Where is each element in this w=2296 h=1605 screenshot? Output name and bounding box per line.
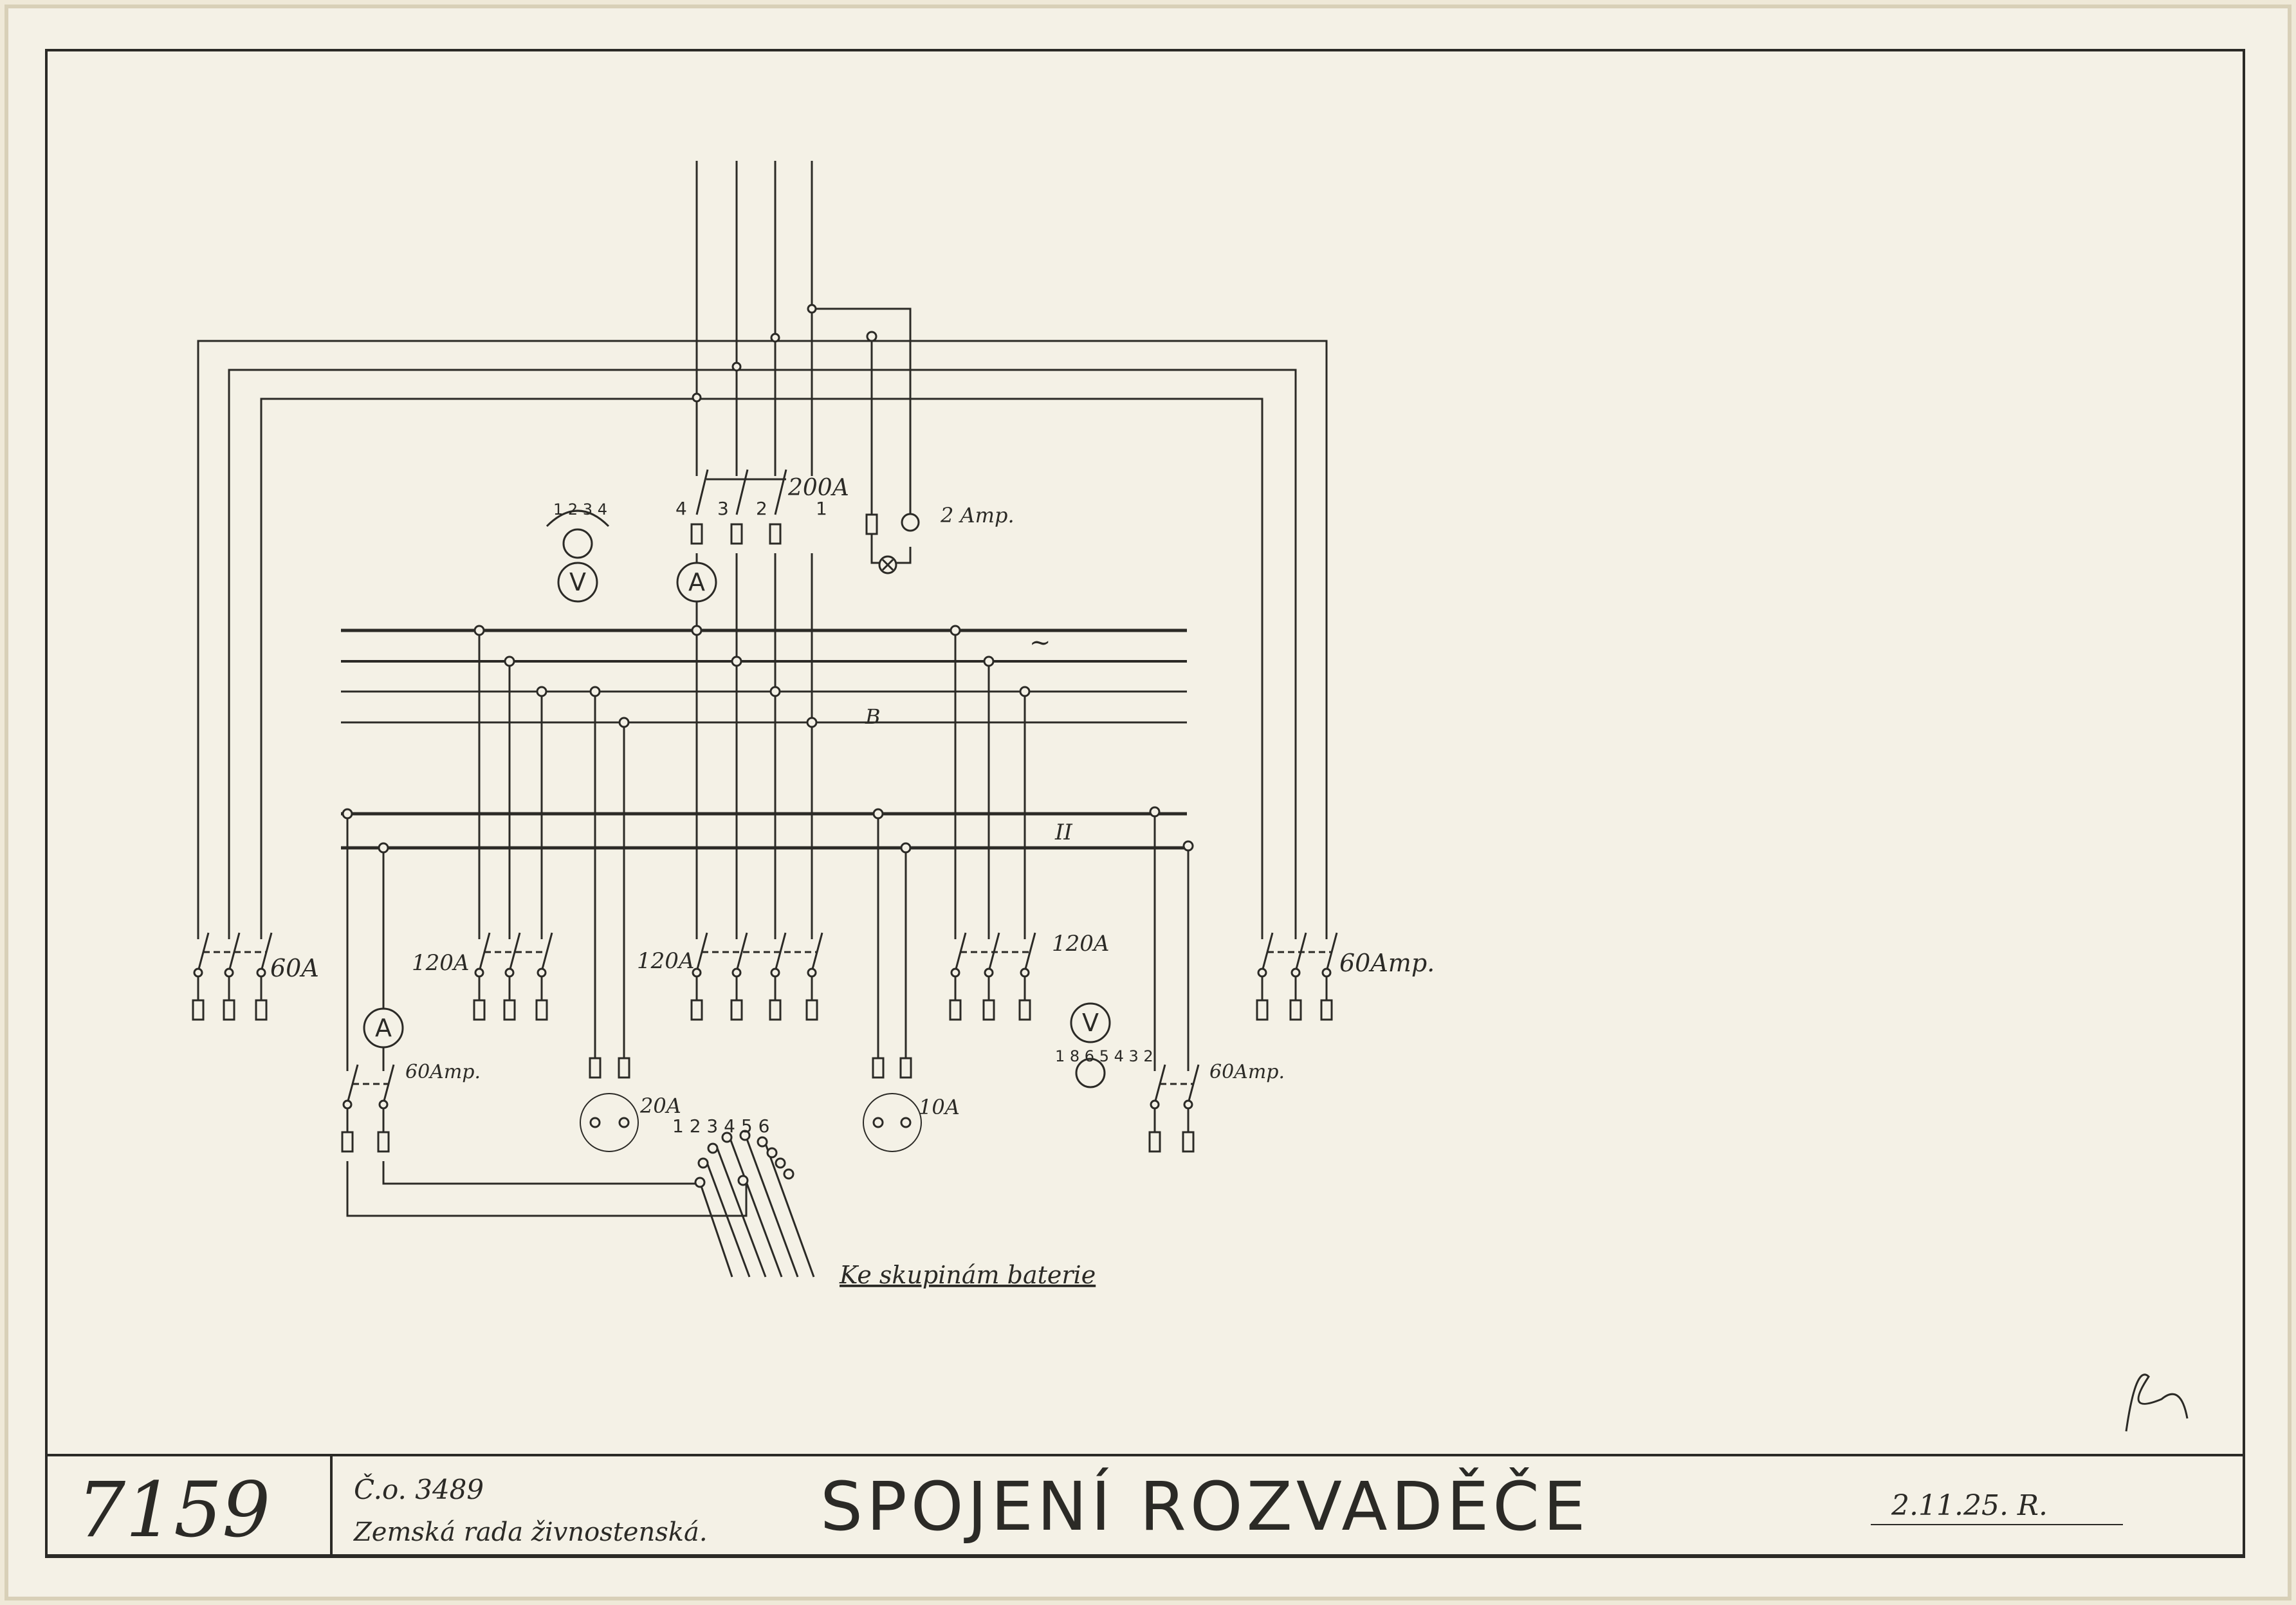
switch-contact [984,968,994,978]
voltmeter-switch-numbers: 1 2 3 4 [553,500,607,518]
labels: 200A 4 3 2 1 2 Amp. 1 2 3 4 ~ B II 60A 6… [270,475,1435,1289]
fuse [1018,999,1031,1021]
switch-contact [504,968,515,978]
paper [5,5,2291,1600]
switch-120a-g1 [473,932,553,1021]
drawing-number: 7159 [77,1465,270,1554]
drawing-date: 2.11.25. R. [1891,1489,2048,1522]
ammeter-main-label: A [688,568,705,596]
fuse [1320,999,1333,1021]
dc-symbol: II [1054,820,1072,845]
pole-2: 2 [756,498,767,519]
switch-contact [224,968,234,978]
pole-4: 4 [675,498,687,519]
junctions [342,304,1194,854]
fuse [503,999,516,1021]
switch-contact [537,968,547,978]
label-ammeter-60amp: 60Amp. [405,1061,481,1083]
fuse [223,999,235,1021]
fuse [769,999,782,1021]
switch-blade [508,932,521,972]
fuse [1148,1131,1161,1153]
label-10a: 10A [919,1095,960,1119]
title-block [46,1454,2244,1557]
wiring [197,161,1328,1278]
switch-contact [731,968,742,978]
voltmeter-top [557,562,598,603]
switch-ammeter-60 [341,1064,395,1153]
switch-contact [770,968,780,978]
switch-120a-g3 [949,932,1036,1021]
ammeter-battery [363,1007,404,1049]
pole-3: 3 [717,498,729,519]
switch-contact [807,968,817,978]
b-symbol: B [865,704,881,729]
voltmeter-dc-switch-numbers: 1 8 6 5 4 3 2 [1055,1047,1153,1065]
fuse [949,999,962,1021]
ammeter-battery-label: A [375,1014,392,1042]
voltmeter-top-label: V [569,568,586,596]
switch-contact [378,1099,389,1110]
switch-contact [1150,1099,1160,1110]
switch-contact [1183,1099,1193,1110]
drawing-title: SPOJENÍ ROZVADĚČE [820,1467,1590,1546]
fuse [1289,999,1302,1021]
client-name: Zemská rada živnostenská. [353,1518,708,1547]
voltmeter-dc-label: V [1082,1009,1099,1037]
switch-contact [342,1099,353,1110]
battery-selector [694,1130,794,1188]
socket-20a [580,1093,639,1152]
label-left-60a: 60A [270,954,319,982]
pole-1: 1 [816,498,827,519]
label-right-60amp: 60Amp. [1339,949,1435,977]
switch-contact [256,968,266,978]
label-r-60amp: 60Amp. [1209,1061,1285,1083]
fuse [690,999,703,1021]
switch-contact [1321,968,1332,978]
switch-contact [1257,968,1267,978]
switch-blade [735,932,748,972]
label-200a: 200A [787,475,849,501]
label-120a-g3: 120A [1052,931,1109,957]
switch-right-60amp [1256,932,1338,1021]
meters [363,509,1111,1152]
fuse [1182,1131,1195,1153]
fuse [805,999,818,1021]
voltmeter-dc [1070,1002,1111,1043]
switch-blade [1024,932,1036,972]
switch-contact [950,968,960,978]
main-switch [690,469,787,545]
fuse [982,999,995,1021]
switch-left-60a [192,932,273,1021]
fuse [535,999,548,1021]
fuse [255,999,268,1021]
switch-120a-g2 [690,932,823,1021]
ac-symbol: ~ [1029,628,1051,657]
fuse [341,1131,354,1153]
fuse [730,999,743,1021]
socket-10a [863,1093,922,1152]
switch-contact [1020,968,1030,978]
switch-groups [690,469,920,574]
label-120a-g1: 120A [412,950,469,976]
switch-contact [193,968,203,978]
battery-selector-numbers: 1 2 3 4 5 6 [672,1115,769,1137]
switch-layer [192,932,1338,1153]
switch-contact [1290,968,1301,978]
label-120a-g2: 120A [637,948,694,974]
fuse [473,999,486,1021]
signature [2125,1373,2189,1432]
order-number: Č.o. 3489 [354,1473,484,1505]
ammeter-main [676,562,717,603]
fuse [1256,999,1269,1021]
switch-contact [474,968,484,978]
fuse [192,999,205,1021]
battery-note: Ke skupinám baterie [839,1261,1096,1289]
fuse [377,1131,390,1153]
label-20a: 20A [639,1094,681,1118]
switch-r-60amp [1148,1064,1200,1153]
label-2amp: 2 Amp. [940,503,1015,527]
